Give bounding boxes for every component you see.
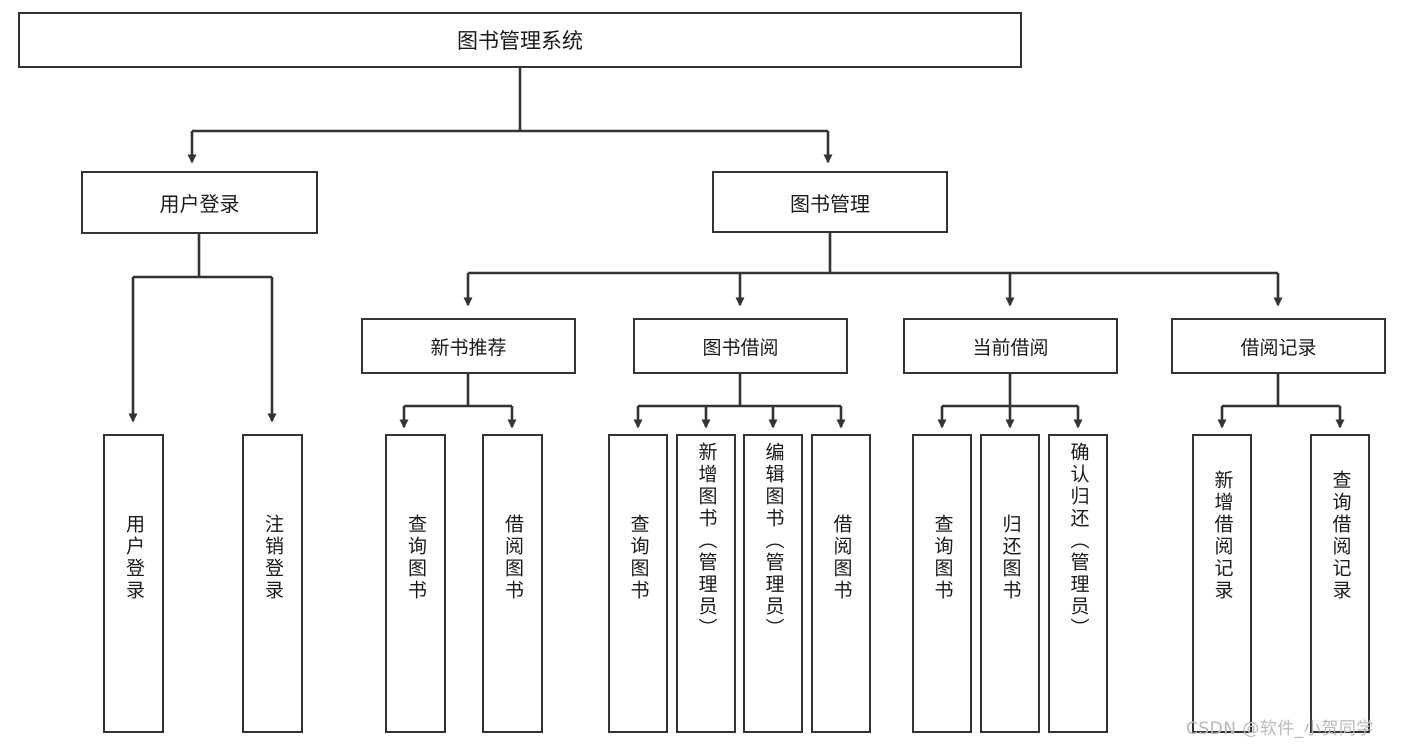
leaf-add-book-label: 新增图书（管理员） bbox=[695, 442, 718, 640]
leaf-edit-book[interactable]: 编辑图书（管理员） bbox=[743, 434, 803, 733]
node-book-management-label: 图书管理 bbox=[790, 191, 870, 216]
leaf-return-book[interactable]: 归还图书 bbox=[980, 434, 1040, 733]
leaf-logout-label: 注销登录 bbox=[262, 514, 284, 602]
leaf-borrow-book-1[interactable]: 借阅图书 bbox=[482, 434, 543, 733]
leaf-return-book-label: 归还图书 bbox=[999, 514, 1022, 602]
node-user-login[interactable]: 用户登录 bbox=[81, 171, 318, 234]
leaf-user-login[interactable]: 用户登录 bbox=[103, 434, 164, 733]
leaf-confirm-return-label: 确认归还（管理员） bbox=[1067, 442, 1090, 640]
node-root[interactable]: 图书管理系统 bbox=[18, 12, 1022, 68]
node-borrow-record-label: 借阅记录 bbox=[1240, 336, 1317, 359]
node-current-borrow[interactable]: 当前借阅 bbox=[903, 318, 1118, 374]
node-book-borrow-label: 图书借阅 bbox=[702, 336, 779, 359]
node-root-label: 图书管理系统 bbox=[457, 29, 583, 53]
leaf-query-record-label: 查询借阅记录 bbox=[1329, 470, 1352, 602]
leaf-query-book-2[interactable]: 查询图书 bbox=[608, 434, 668, 733]
leaf-add-book[interactable]: 新增图书（管理员） bbox=[676, 434, 736, 733]
node-current-borrow-label: 当前借阅 bbox=[972, 336, 1049, 359]
leaf-add-record[interactable]: 新增借阅记录 bbox=[1192, 434, 1252, 733]
node-new-book-recommend[interactable]: 新书推荐 bbox=[361, 318, 576, 374]
leaf-edit-book-label: 编辑图书（管理员） bbox=[762, 442, 785, 640]
leaf-borrow-book-2-label: 借阅图书 bbox=[830, 514, 853, 602]
leaf-borrow-book-2[interactable]: 借阅图书 bbox=[811, 434, 871, 733]
leaf-borrow-book-1-label: 借阅图书 bbox=[502, 514, 524, 602]
node-new-book-recommend-label: 新书推荐 bbox=[430, 336, 507, 359]
leaf-user-login-label: 用户登录 bbox=[123, 514, 145, 602]
node-user-login-label: 用户登录 bbox=[159, 192, 240, 216]
leaf-query-book-1-label: 查询图书 bbox=[405, 514, 427, 602]
leaf-logout[interactable]: 注销登录 bbox=[242, 434, 303, 733]
node-book-borrow[interactable]: 图书借阅 bbox=[633, 318, 848, 374]
leaf-query-book-3-label: 查询图书 bbox=[931, 514, 954, 602]
leaf-add-record-label: 新增借阅记录 bbox=[1211, 470, 1234, 602]
watermark: CSDN @软件_小贺同学 bbox=[1186, 719, 1374, 739]
leaf-query-book-1[interactable]: 查询图书 bbox=[385, 434, 446, 733]
leaf-query-record[interactable]: 查询借阅记录 bbox=[1310, 434, 1370, 733]
node-borrow-record[interactable]: 借阅记录 bbox=[1171, 318, 1386, 374]
node-book-management[interactable]: 图书管理 bbox=[712, 171, 948, 233]
leaf-query-book-2-label: 查询图书 bbox=[627, 514, 650, 602]
leaf-confirm-return[interactable]: 确认归还（管理员） bbox=[1048, 434, 1108, 733]
leaf-query-book-3[interactable]: 查询图书 bbox=[912, 434, 972, 733]
